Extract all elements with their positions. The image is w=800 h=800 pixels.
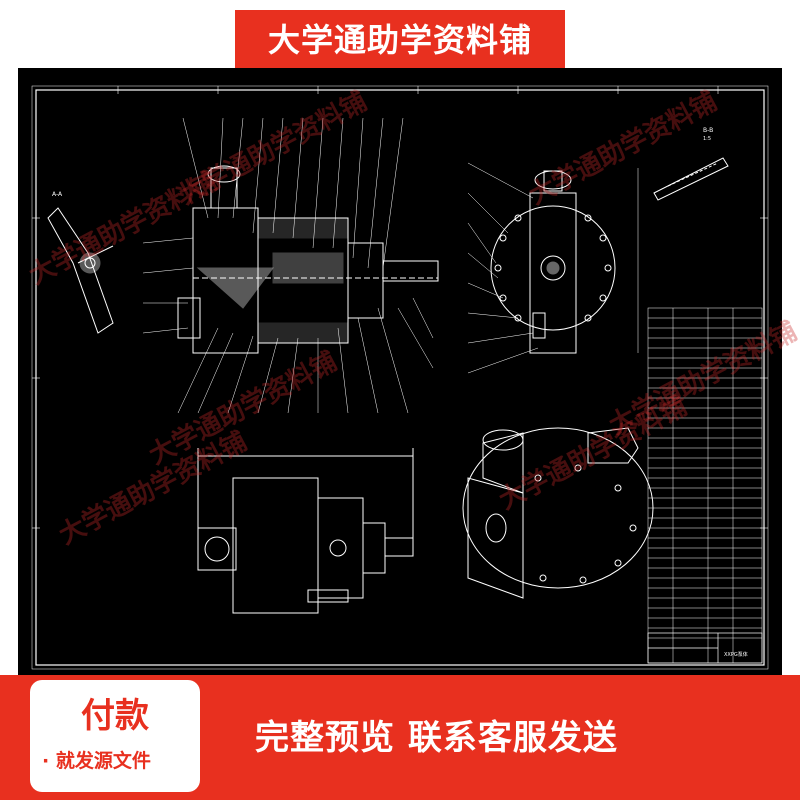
section-label-bb: B-B: [703, 127, 713, 134]
pay-card[interactable]: 付款 · 就发源文件: [30, 680, 200, 792]
title-block: [647, 632, 763, 664]
section-bb-view: [653, 157, 729, 201]
cad-drawing: A-A: [31, 85, 769, 670]
contact-service-text: 完整预览 联系客服发送: [255, 718, 618, 758]
pump-section-view: [177, 165, 439, 354]
section-scale-label: 1:5: [703, 136, 711, 142]
shop-banner-title: 大学通助学资料铺: [235, 10, 565, 70]
section-label-aa: A-A: [52, 191, 63, 198]
title-block-name: XXPG泵体: [724, 651, 748, 658]
pay-title: 付款: [81, 696, 149, 736]
pump-front-view: [490, 170, 616, 354]
lever-section-view: [47, 207, 114, 334]
pump-top-view: [197, 448, 414, 614]
pump-isometric-view: [462, 427, 654, 599]
cad-drawing-sheet: A-A: [18, 68, 800, 686]
parts-list-table: [647, 307, 763, 664]
pay-note: · 就发源文件: [42, 750, 151, 772]
